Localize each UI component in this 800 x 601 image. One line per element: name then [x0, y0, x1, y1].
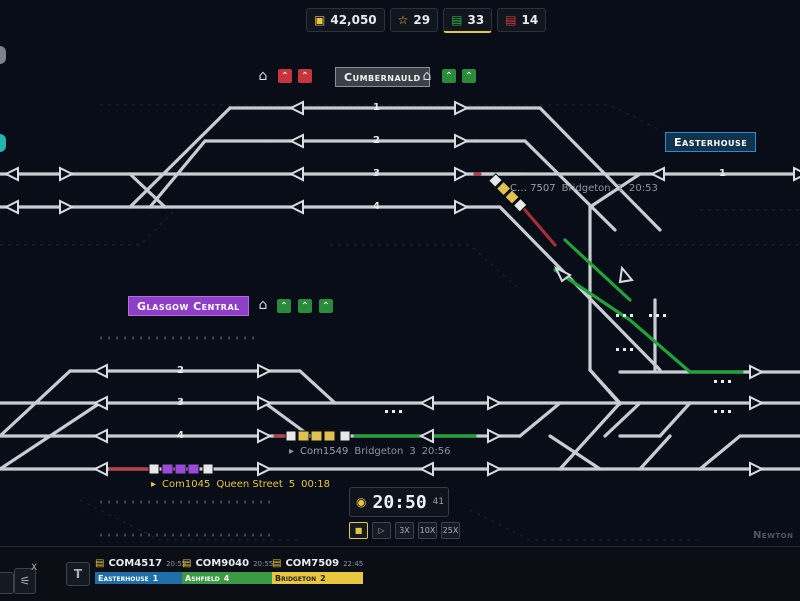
train-destination: Bridgeton [561, 183, 611, 194]
pause-button[interactable]: ■ [349, 522, 368, 539]
wallet-icon: ▣ [314, 13, 326, 27]
money-counter[interactable]: ▣ 42,050 [306, 8, 385, 32]
train-com1549[interactable] [285, 430, 351, 442]
platform-label-top-2: 2 [373, 135, 380, 146]
train-com1045[interactable] [148, 463, 214, 475]
train-icon: ▤ [182, 558, 192, 569]
money-value: 42,050 [330, 13, 377, 27]
upcoming-dest: Easterhouse [98, 573, 149, 583]
train-time: 20:56 [421, 446, 451, 457]
star-icon: ☆ [397, 13, 409, 27]
station-glasgow-central[interactable]: Glasgow Central [128, 296, 249, 316]
upcoming-time: 22:45 [343, 559, 364, 568]
game-clock: ◉ 20:50 41 [349, 487, 449, 517]
play-icon: ▸ [151, 479, 157, 490]
station-cumbernauld[interactable]: Cumbernauld [335, 67, 430, 87]
clock-time: 20:50 [372, 491, 427, 513]
train-platform: 1 [616, 183, 623, 194]
train-name: Com1045 [162, 479, 211, 490]
train-label-com1045: ▸ Com1045 Queen Street 5 00:18 [151, 479, 330, 490]
upcoming-time: 20:55 [253, 559, 274, 568]
platform-label-top-4: 4 [373, 201, 380, 212]
settings-sliders-icon[interactable]: ⚟ [14, 568, 36, 594]
platform-label-top-3: 3 [373, 168, 380, 179]
platform-label-bottom-3: 3 [177, 397, 184, 408]
pause-icon: ■ [354, 526, 363, 535]
upcoming-platform: 2 [320, 573, 326, 583]
upcoming-dest: Bridgeton [275, 573, 317, 583]
train-com7509[interactable] [488, 173, 528, 213]
active-trains-value: 33 [467, 13, 485, 27]
train-time: 20:53 [628, 183, 658, 194]
platform-label-easterhouse-1: 1 [719, 168, 726, 179]
upcoming-id: COM4517 [108, 558, 163, 569]
train-alert-icon: ▤ [505, 13, 517, 27]
speed-controls: ■ ▷ 3X 10X 25X [349, 522, 460, 539]
train-icon: ▤ [451, 13, 463, 27]
train-platform: 5 [288, 479, 296, 490]
upcoming-platform: 1 [152, 573, 159, 583]
signal-down-red-button[interactable]: ⌃ [298, 69, 312, 83]
upcoming-time: 20:55 [166, 559, 187, 568]
schedule-button[interactable]: T [66, 562, 90, 586]
clock-seconds: 41 [432, 497, 445, 507]
train-time: 00:18 [301, 479, 330, 490]
side-handle[interactable] [0, 134, 6, 152]
upcoming-id: COM7509 [285, 558, 340, 569]
station-house-icon[interactable]: ⌂ [258, 68, 268, 84]
play-icon: ▷ [378, 526, 385, 535]
station-house-icon[interactable]: ⌂ [258, 297, 268, 313]
speed-25x-button[interactable]: 25X [441, 522, 460, 539]
station-newton[interactable]: Newton [753, 529, 794, 541]
signal-green-button[interactable]: ⌃ [462, 69, 476, 83]
panel-handle[interactable] [0, 572, 14, 594]
upcoming-train-card[interactable]: ▤ COM4517 20:55 Easterhouse 1 [95, 558, 187, 584]
rating-value: 29 [413, 13, 431, 27]
station-easterhouse[interactable]: Easterhouse [665, 132, 757, 152]
active-trains-counter[interactable]: ▤ 33 [443, 8, 493, 33]
upcoming-dest: Ashfield [185, 573, 220, 583]
signal-up-red-button[interactable]: ⌃ [278, 69, 292, 83]
train-label-com1549: ▸ Com1549 Bridgeton 3 20:56 [289, 446, 451, 457]
top-hud: ▣ 42,050 ☆ 29 ▤ 33 ▤ 14 [306, 8, 547, 33]
upcoming-platform: 4 [223, 573, 230, 583]
station-house-icon[interactable]: ⌂ [422, 68, 432, 84]
close-panel-button[interactable]: X [31, 563, 38, 573]
waiting-trains-counter[interactable]: ▤ 14 [497, 8, 547, 32]
rating-counter[interactable]: ☆ 29 [389, 8, 439, 32]
train-destination: Queen Street [216, 479, 283, 490]
signal-green-button[interactable]: ⌃ [298, 299, 312, 313]
signal-green-button[interactable]: ⌃ [442, 69, 456, 83]
side-handle[interactable] [0, 46, 6, 64]
train-icon: ▤ [272, 558, 282, 569]
speed-10x-button[interactable]: 10X [418, 522, 437, 539]
platform-label-bottom-4: 4 [177, 430, 184, 441]
waiting-trains-value: 14 [521, 13, 539, 27]
upcoming-id: COM9040 [195, 558, 250, 569]
platform-label-top-1: 1 [373, 102, 380, 113]
train-destination: Bridgeton [354, 446, 404, 457]
train-label-com7509: C… 7507 Bridgeton 1 20:53 [510, 183, 658, 194]
clock-icon: ◉ [356, 495, 367, 509]
upcoming-train-card[interactable]: ▤ COM7509 22:45 Bridgeton 2 [272, 558, 364, 584]
upcoming-train-card[interactable]: ▤ COM9040 20:55 Ashfield 4 [182, 558, 274, 584]
train-name: Com1549 [300, 446, 349, 457]
train-name: C… 7507 [510, 183, 556, 194]
signal-green-button[interactable]: ⌃ [277, 299, 291, 313]
play-icon: ▸ [289, 446, 295, 457]
platform-label-bottom-2: 2 [177, 365, 184, 376]
signal-green-button[interactable]: ⌃ [319, 299, 333, 313]
play-button[interactable]: ▷ [372, 522, 391, 539]
speed-3x-button[interactable]: 3X [395, 522, 414, 539]
train-platform: 3 [409, 446, 416, 457]
train-icon: ▤ [95, 558, 105, 569]
